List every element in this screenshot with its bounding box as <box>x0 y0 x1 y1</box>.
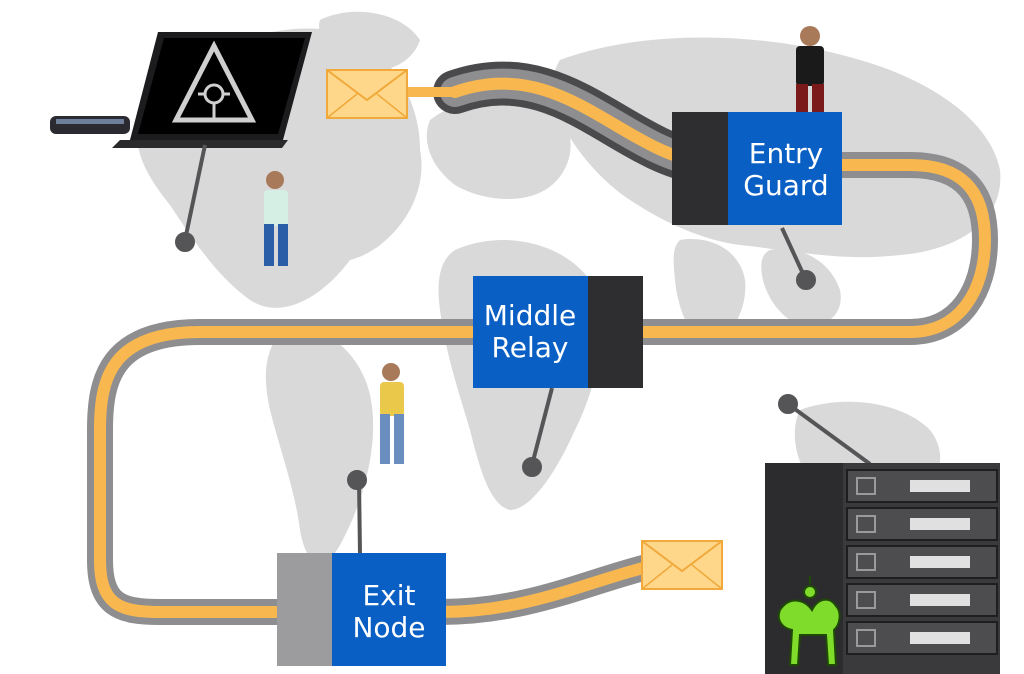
entry-guard-node: Entry Guard <box>672 112 842 225</box>
entry-guard-blue-block <box>728 112 842 225</box>
map-pin-icon-laptop <box>175 144 207 252</box>
map-south-america <box>265 328 374 564</box>
entry-guard-dark-block <box>672 112 732 225</box>
exit-node-label-line1: Exit <box>362 579 415 612</box>
middle-relay-label-line2: Relay <box>492 331 569 364</box>
middle-relay-dark-block <box>585 276 643 388</box>
tor-circuit-tube <box>87 61 998 625</box>
entry-guard-label-line1: Entry <box>749 137 824 170</box>
laptop-icon <box>50 32 312 148</box>
usb-drive-icon <box>50 116 130 134</box>
map-greenland <box>319 11 420 71</box>
middle-relay-node: Middle Relay <box>473 276 643 388</box>
map-pins <box>175 144 872 556</box>
server-rack-icon <box>765 463 1000 674</box>
entry-guard-label-line2: Guard <box>743 169 828 202</box>
laptop-base <box>112 140 288 148</box>
exit-node-label-line2: Node <box>352 611 425 644</box>
world-map <box>137 11 1001 564</box>
envelope-icon-source <box>326 69 408 119</box>
map-india <box>673 239 746 345</box>
map-pin-icon-exit <box>347 470 367 556</box>
camel-onion-icon <box>777 576 841 666</box>
envelope-icon-destination <box>641 540 723 590</box>
person-icon-relay-watcher <box>380 363 404 464</box>
exit-node-gray-block <box>277 553 335 666</box>
map-pin-icon-middle <box>522 387 554 477</box>
person-icon-guard-watcher <box>796 26 824 112</box>
illuminati-eye-icon <box>171 40 257 123</box>
map-europe <box>426 96 571 200</box>
middle-relay-blue-block <box>473 276 588 388</box>
map-pin-icon-server <box>778 394 872 466</box>
exit-node: Exit Node <box>277 553 446 666</box>
tube-core-entry <box>449 77 706 168</box>
exit-node-blue-block <box>332 553 446 666</box>
map-pin-icon-entry <box>780 227 816 290</box>
middle-relay-label-line1: Middle <box>484 299 577 332</box>
person-icon-user <box>264 171 288 266</box>
